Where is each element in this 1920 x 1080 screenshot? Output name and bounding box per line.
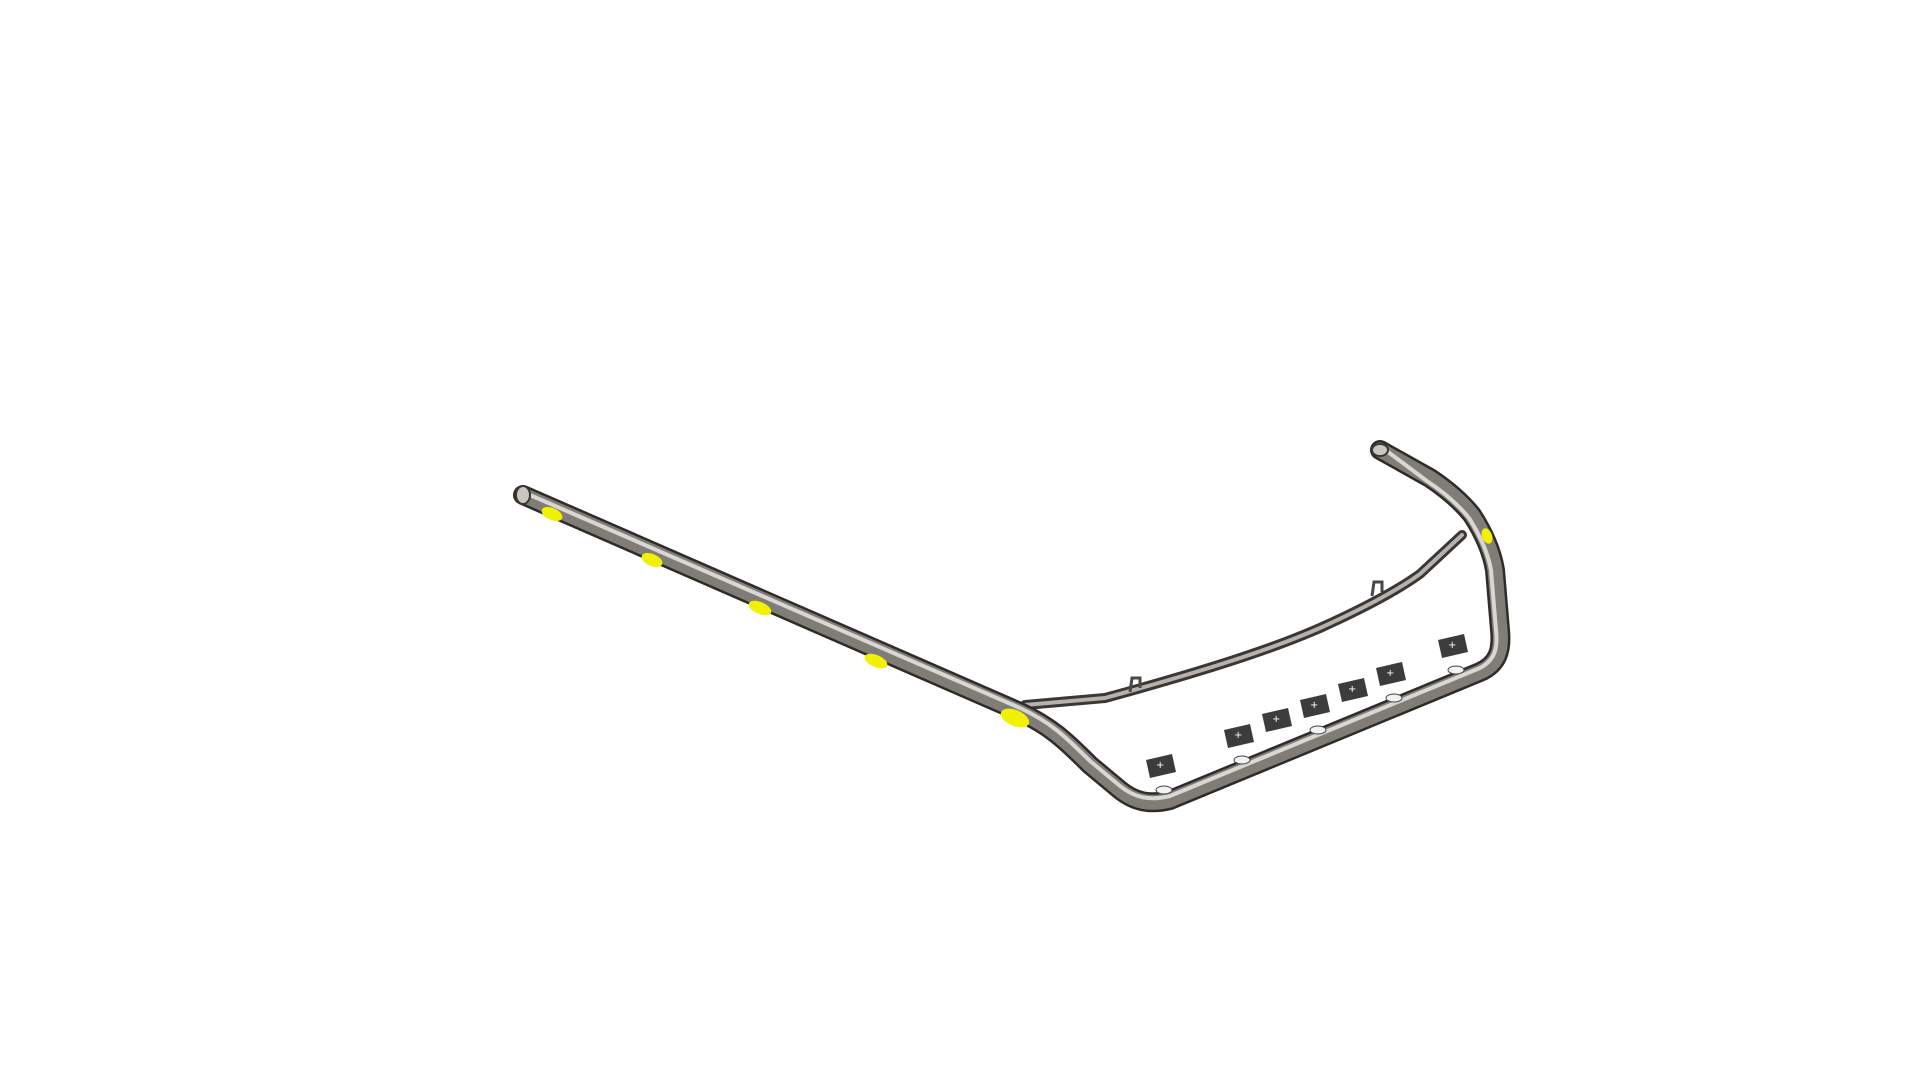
led-bracket: + xyxy=(1438,634,1468,675)
led-bracket: + xyxy=(1146,754,1176,795)
led-plus-icon: + xyxy=(1156,760,1164,771)
led-lens-icon xyxy=(1309,725,1327,735)
led-plus-icon: + xyxy=(1272,714,1280,725)
led-brackets: + + + + + + xyxy=(1146,634,1468,795)
reflector-icon xyxy=(1000,708,1030,728)
led-plus-icon: + xyxy=(1234,730,1242,741)
rear-crossbar xyxy=(1020,530,1467,710)
led-plus-icon: + xyxy=(1386,668,1394,679)
led-lens-icon xyxy=(1233,755,1251,765)
led-plus-icon: + xyxy=(1310,700,1318,711)
reflector-icon xyxy=(1481,528,1493,544)
led-lens-icon xyxy=(1155,785,1173,795)
led-bracket: + xyxy=(1300,694,1330,735)
led-lens-icon xyxy=(1385,693,1403,703)
reflectors xyxy=(541,507,1493,728)
reflector-icon xyxy=(541,507,563,521)
led-bracket: + xyxy=(1376,662,1406,703)
tube-end-cap-right xyxy=(1371,443,1389,457)
mount-tab-icon xyxy=(1128,676,1142,693)
tube-end-cap-left xyxy=(515,485,531,505)
led-bracket: + xyxy=(1338,678,1368,702)
mount-tab-icon xyxy=(1370,580,1384,597)
led-plus-icon: + xyxy=(1448,640,1456,651)
led-bracket: + xyxy=(1224,724,1254,765)
main-tube xyxy=(513,440,1511,813)
led-lens-icon xyxy=(1447,665,1465,675)
led-plus-icon: + xyxy=(1348,684,1356,695)
reflector-icon xyxy=(641,553,663,567)
reflector-icon xyxy=(864,653,888,669)
led-bracket: + xyxy=(1262,708,1292,732)
reflector-icon xyxy=(748,600,772,616)
